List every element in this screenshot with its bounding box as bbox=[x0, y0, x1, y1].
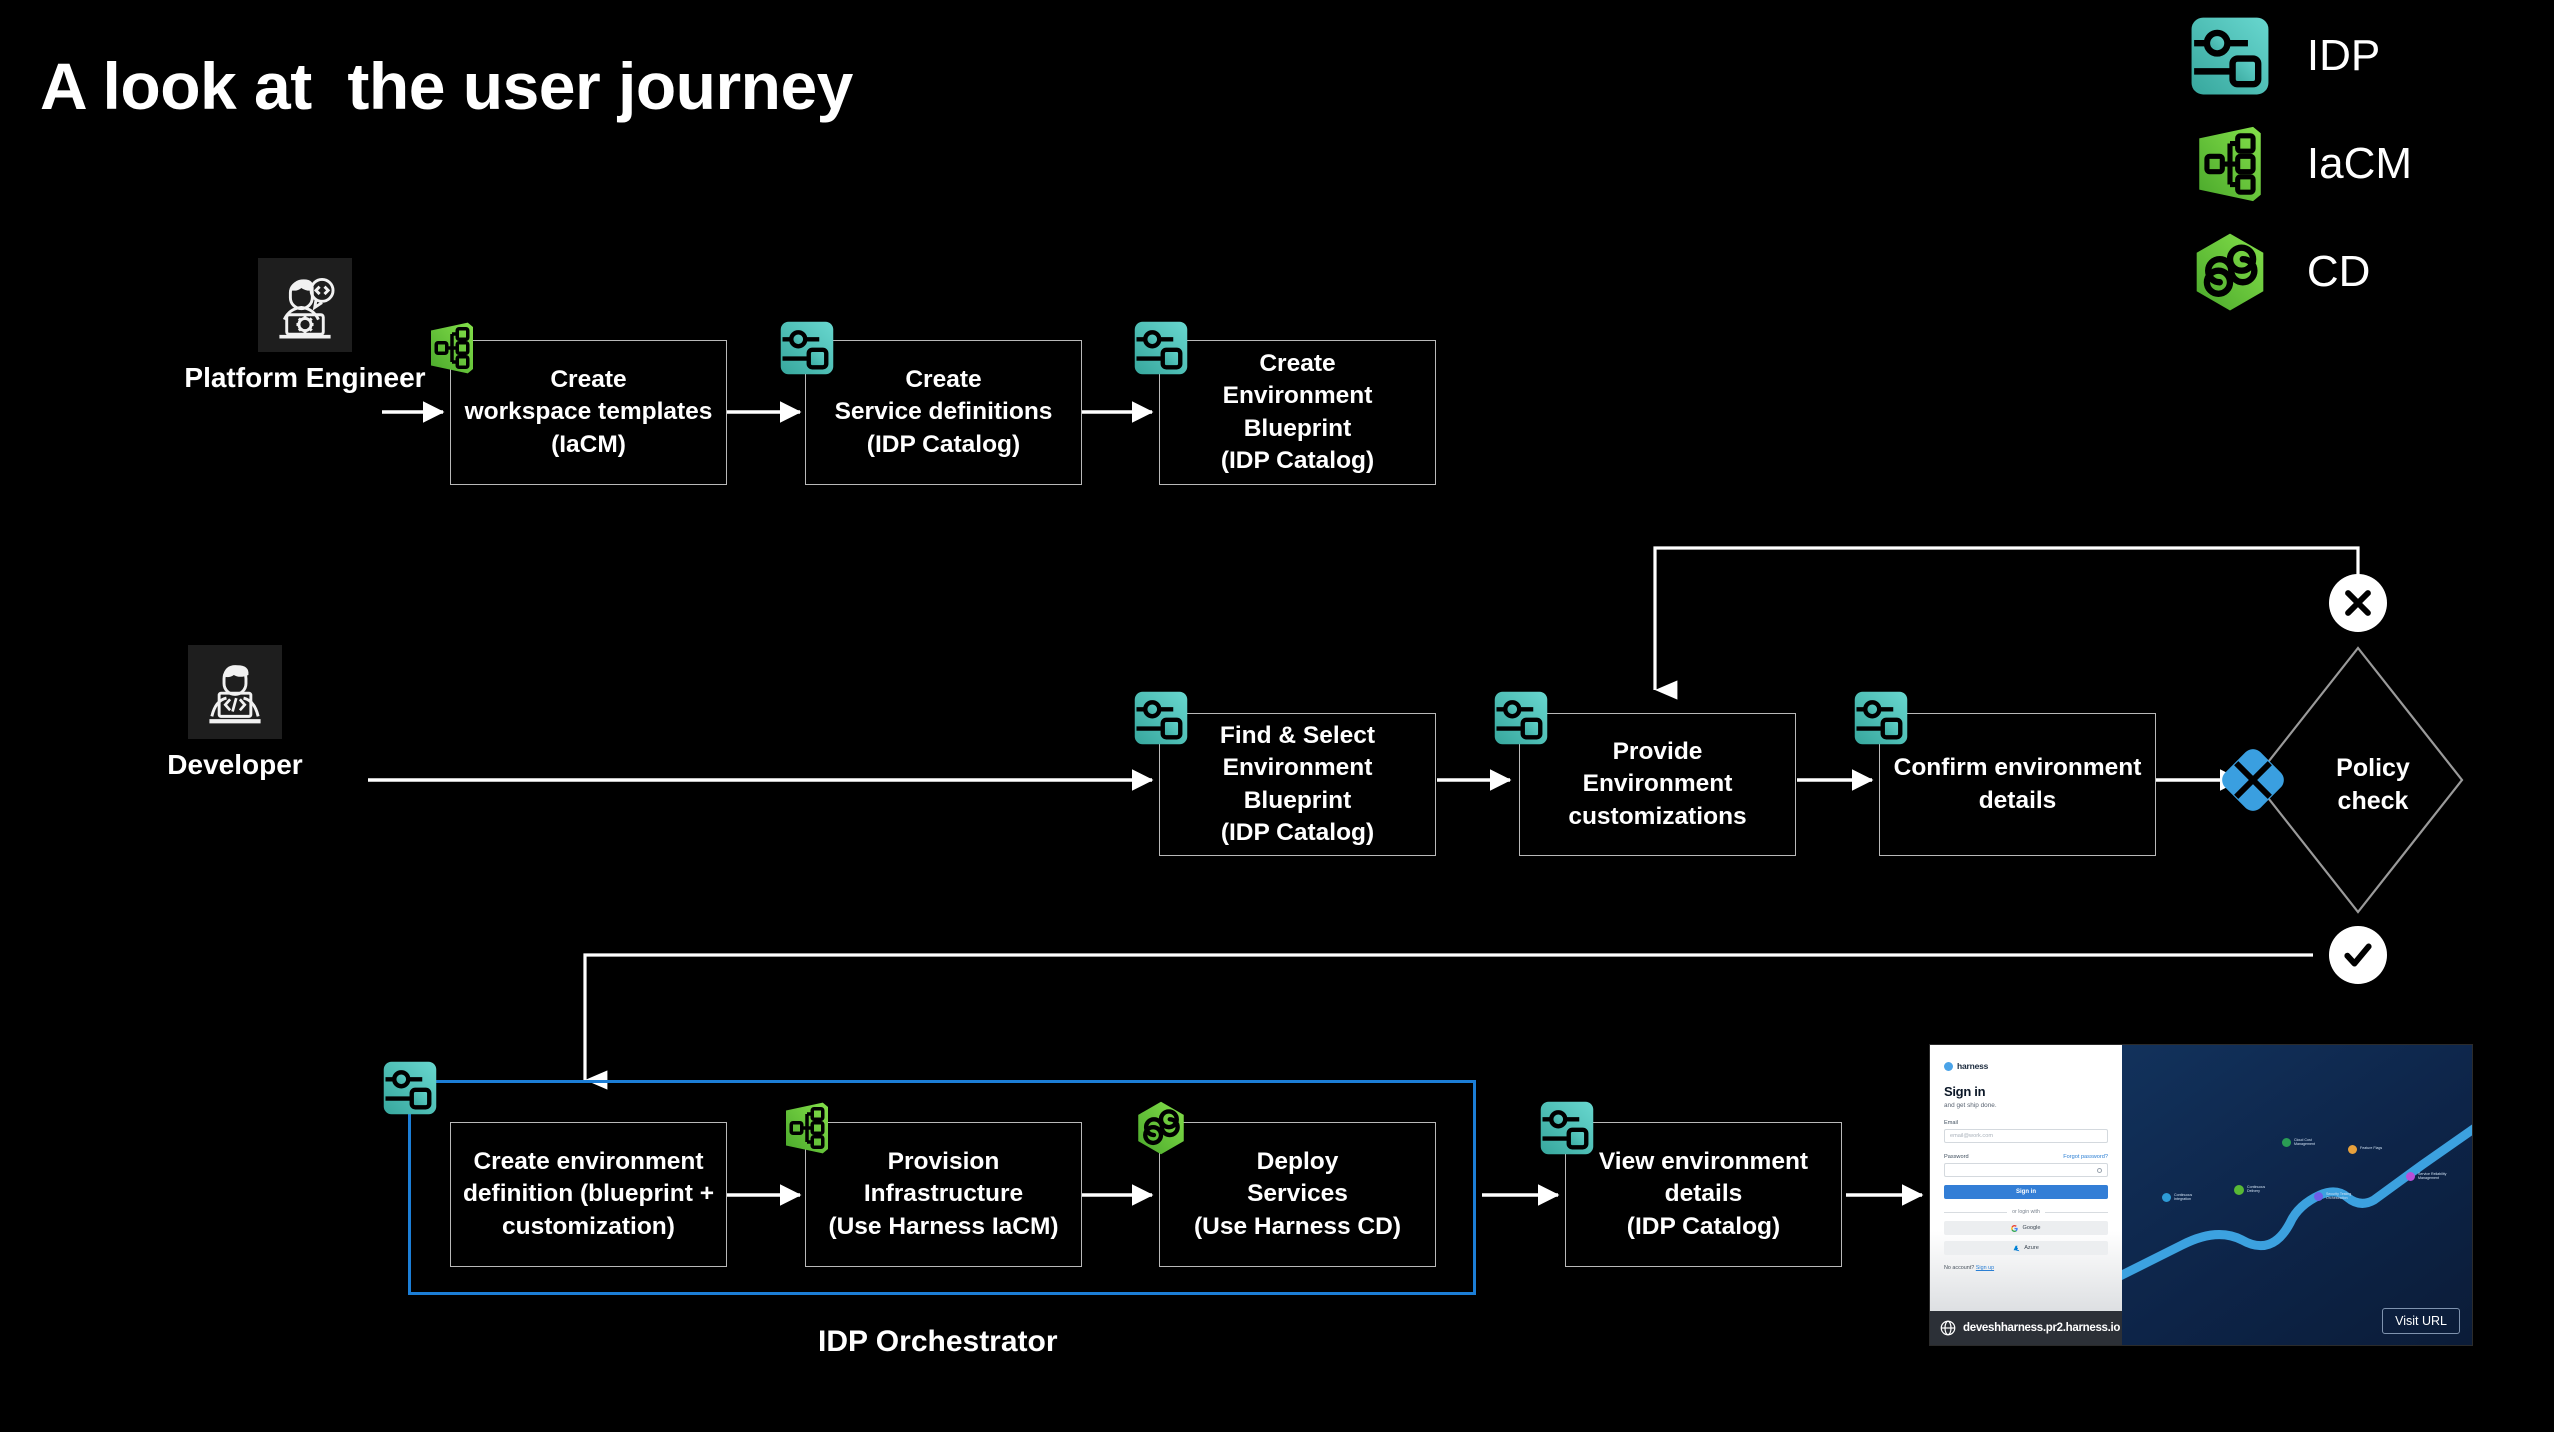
persona-platform-engineer: Platform Engineer bbox=[160, 258, 450, 394]
azure-login-button[interactable]: Azure bbox=[1944, 1241, 2108, 1255]
step-create-environment-blueprint[interactable]: Create Environment Blueprint (IDP Catalo… bbox=[1159, 340, 1436, 485]
divider-line-left bbox=[1944, 1211, 2008, 1213]
persona-label-developer: Developer bbox=[167, 749, 303, 780]
step-provide-environment-customizations[interactable]: Provide Environment customizations bbox=[1519, 713, 1796, 856]
google-login-label: Google bbox=[2022, 1225, 2041, 1231]
idp-orchestrator-label: IDP Orchestrator bbox=[818, 1325, 1058, 1358]
idp-icon bbox=[1493, 690, 1549, 746]
step-create-environment-definition[interactable]: Create environment definition (blueprint… bbox=[450, 1122, 727, 1267]
platform-engineer-icon bbox=[258, 258, 352, 352]
idp-icon bbox=[1133, 690, 1189, 746]
check-icon bbox=[2329, 926, 2387, 984]
signin-heading: Sign in bbox=[1944, 1084, 1986, 1099]
module-label-srm: Service Reliability Management bbox=[2418, 1172, 2447, 1181]
globe-icon bbox=[1940, 1320, 1956, 1336]
eye-icon[interactable] bbox=[2097, 1167, 2102, 1173]
password-field[interactable] bbox=[1944, 1163, 2108, 1177]
signup-row: No account? Sign up bbox=[1944, 1265, 2108, 1271]
idp-icon bbox=[382, 1060, 438, 1116]
idp-icon bbox=[2189, 15, 2271, 97]
module-dot-cd bbox=[2234, 1185, 2244, 1195]
url-bar: deveshharness.pr2.harness.io bbox=[1930, 1311, 2122, 1345]
step-find-select-environment-blueprint[interactable]: Find & Select Environment Blueprint (IDP… bbox=[1159, 713, 1436, 856]
legend-item-iacm: IaCM bbox=[2189, 118, 2412, 210]
idp-icon bbox=[779, 320, 835, 376]
step-deploy-services[interactable]: Deploy Services (Use Harness CD) bbox=[1159, 1122, 1436, 1267]
idp-icon bbox=[1853, 690, 1909, 746]
policy-opa-icon bbox=[2215, 742, 2291, 818]
legend-label-iacm: IaCM bbox=[2306, 139, 2412, 188]
module-label-cd: Continuous Delivery bbox=[2247, 1185, 2266, 1194]
legend: IDP IaCM bbox=[2189, 10, 2412, 334]
idp-icon bbox=[1133, 320, 1189, 376]
module-dot-ff bbox=[2348, 1145, 2357, 1154]
page-title: A look at the user journey bbox=[40, 49, 853, 123]
divider-line-right bbox=[2044, 1211, 2108, 1213]
signup-prompt: No account? bbox=[1944, 1265, 1975, 1271]
harness-logo-text: harness bbox=[1957, 1061, 1989, 1071]
google-login-button[interactable]: Google bbox=[1944, 1221, 2108, 1235]
azure-icon bbox=[2013, 1245, 2020, 1251]
developer-icon bbox=[188, 645, 282, 739]
module-label-sto: Security Testing Orchestration bbox=[2326, 1192, 2352, 1201]
divider-text: or login with bbox=[2012, 1209, 2040, 1215]
legend-label-cd: CD bbox=[2306, 247, 2371, 296]
url-text: deveshharness.pr2.harness.io bbox=[1963, 1322, 2121, 1334]
visit-url-button[interactable]: Visit URL bbox=[2382, 1308, 2460, 1334]
step-confirm-environment-details[interactable]: Confirm environment details bbox=[1879, 713, 2156, 856]
step-provision-infrastructure[interactable]: Provision Infrastructure (Use Harness Ia… bbox=[805, 1122, 1082, 1267]
module-label-ci: Continuous Integration bbox=[2174, 1193, 2193, 1202]
forgot-password-link[interactable]: Forgot password? bbox=[2063, 1154, 2108, 1160]
module-dot-ci bbox=[2162, 1193, 2171, 1202]
step-create-workspace-templates[interactable]: Create workspace templates (IaCM) bbox=[450, 340, 727, 485]
signup-link[interactable]: Sign up bbox=[1975, 1265, 1995, 1271]
idp-icon bbox=[1539, 1100, 1595, 1156]
policy-check-label: Policy check bbox=[2336, 754, 2410, 815]
persona-developer: Developer bbox=[100, 645, 370, 781]
module-dot-sto bbox=[2314, 1192, 2323, 1201]
legend-item-cd: CD bbox=[2189, 226, 2412, 318]
harness-signin-screenshot[interactable]: harness Sign in and get ship done. Email… bbox=[1930, 1045, 2472, 1345]
azure-login-label: Azure bbox=[2024, 1245, 2039, 1251]
cd-icon bbox=[1133, 1100, 1189, 1156]
password-label: Password bbox=[1944, 1154, 1969, 1160]
harness-logo-mark bbox=[1944, 1061, 1953, 1071]
signin-subheading: and get ship done. bbox=[1944, 1102, 1997, 1109]
iacm-icon bbox=[2189, 123, 2271, 205]
divider: or login with bbox=[1944, 1209, 2108, 1215]
google-icon bbox=[2011, 1224, 2019, 1232]
iacm-icon bbox=[424, 320, 480, 376]
signin-artwork: Continuous Integration Continuous Delive… bbox=[2107, 1045, 2472, 1345]
harness-logo: harness bbox=[1944, 1061, 2108, 1071]
cd-icon bbox=[2189, 231, 2271, 313]
signin-panel: harness Sign in and get ship done. Email… bbox=[1930, 1045, 2122, 1345]
email-field[interactable]: email@work.com bbox=[1944, 1129, 2108, 1143]
email-label: Email bbox=[1944, 1120, 1958, 1126]
legend-label-idp: IDP bbox=[2306, 31, 2381, 80]
step-create-service-definitions[interactable]: Create Service definitions (IDP Catalog) bbox=[805, 340, 1082, 485]
legend-item-idp: IDP bbox=[2189, 10, 2412, 102]
module-dot-ccm bbox=[2282, 1138, 2291, 1147]
close-icon bbox=[2329, 574, 2387, 632]
module-label-ff: Feature Flags bbox=[2360, 1146, 2383, 1150]
module-label-ccm: Cloud Cost Management bbox=[2294, 1138, 2315, 1147]
signin-button[interactable]: Sign in bbox=[1944, 1185, 2108, 1199]
journey-path-illustration bbox=[2107, 1124, 2472, 1285]
step-view-environment-details[interactable]: View environment details (IDP Catalog) bbox=[1565, 1122, 1842, 1267]
password-row: Password Forgot password? bbox=[1944, 1154, 2108, 1160]
idp-orchestrator-container bbox=[408, 1080, 1476, 1295]
persona-label-platform-engineer: Platform Engineer bbox=[184, 362, 426, 393]
module-dot-srm bbox=[2406, 1172, 2415, 1181]
iacm-icon bbox=[779, 1100, 835, 1156]
